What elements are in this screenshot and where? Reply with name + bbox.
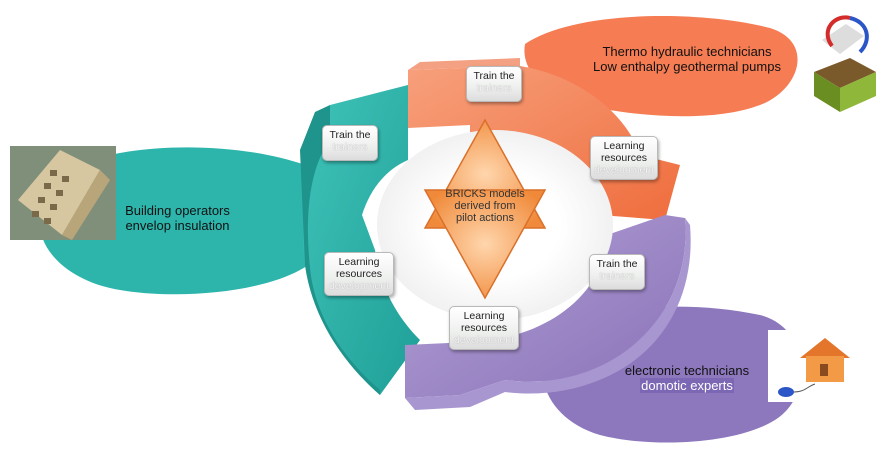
card-train-top-line-2: trainers: [476, 82, 512, 94]
card-train-left-line-2: trainers: [332, 141, 368, 153]
card-learning-right-line-1: Learning: [603, 140, 645, 152]
card-learning-bottom-line-1: Learning: [463, 310, 505, 322]
center-star: [423, 118, 547, 300]
card-learning-left-line-2: resources: [335, 268, 383, 280]
center-line-3: pilot actions: [455, 212, 515, 224]
card-train-top-line-1: Train the: [473, 70, 515, 82]
card-train-right-line-2: trainers: [599, 270, 635, 282]
card-train-right: Train the trainers: [589, 254, 645, 290]
building-label: Building operators envelop insulation: [115, 203, 240, 233]
card-learning-bottom-line-3: development: [453, 334, 515, 346]
card-learning-left-line-3: development: [328, 280, 390, 292]
card-learning-left: Learning resources development: [324, 252, 394, 296]
card-learning-right-line-3: development: [593, 164, 655, 176]
building-line-2: envelop insulation: [125, 218, 230, 233]
card-learning-left-line-1: Learning: [338, 256, 380, 268]
house-geothermal-icon: [814, 15, 876, 112]
card-train-right-line-1: Train the: [596, 258, 638, 270]
card-learning-bottom: Learning resources development: [449, 306, 519, 350]
thermo-line-2: Low enthalpy geothermal pumps: [593, 59, 781, 74]
electronic-line-1: electronic technicians: [624, 363, 750, 378]
card-learning-bottom-line-2: resources: [460, 322, 508, 334]
card-learning-right: Learning resources development: [590, 136, 658, 180]
thermo-line-1: Thermo hydraulic technicians: [602, 44, 772, 59]
card-train-top: Train the trainers: [466, 66, 522, 102]
card-learning-right-line-2: resources: [600, 152, 648, 164]
house-mouse-icon: [768, 330, 878, 402]
center-label: BRICKS models derived from pilot actions: [445, 188, 525, 224]
electronic-line-2: domotic experts: [640, 378, 734, 393]
building-icon: [10, 146, 116, 240]
center-line-1: BRICKS models: [445, 188, 525, 200]
building-line-1: Building operators: [125, 203, 230, 218]
card-train-left: Train the trainers: [322, 125, 378, 161]
center-line-2: derived from: [454, 200, 516, 212]
card-train-left-line-1: Train the: [329, 129, 371, 141]
electronic-label: electronic technicians domotic experts: [612, 363, 762, 393]
thermo-label: Thermo hydraulic technicians Low enthalp…: [592, 44, 782, 74]
